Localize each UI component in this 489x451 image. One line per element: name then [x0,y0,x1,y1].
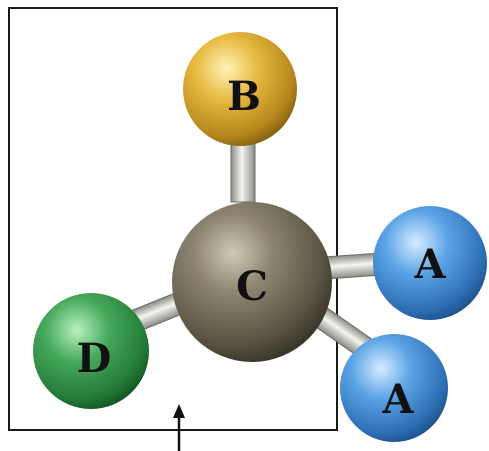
atom-right-upper-label: A [413,241,446,288]
up-arrow-icon [173,404,185,451]
atom-right-lower-label: A [381,376,414,423]
frame-rect [8,7,338,431]
atom-top: B [183,32,297,146]
bond-top [230,139,256,203]
atom-right-lower: A [340,334,448,442]
atom-center: C [172,202,332,362]
atom-left-label: D [77,335,112,382]
atom-center-label: C [236,263,268,310]
atom-top-label: B [227,73,261,120]
atom-left: D [33,293,149,409]
atom-right-upper: A [373,206,487,320]
